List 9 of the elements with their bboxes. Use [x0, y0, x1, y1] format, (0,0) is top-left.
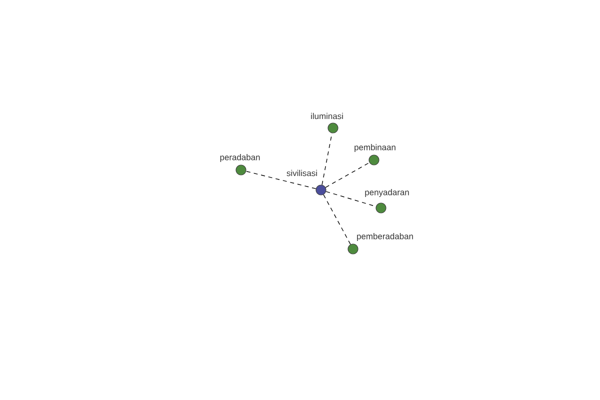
connector-line — [246, 170, 316, 190]
node-label: peradaban — [220, 154, 260, 162]
node-label: penyadaran — [365, 189, 409, 197]
node-label: sivilisasi — [286, 170, 317, 176]
node-label: pemberadaban — [357, 233, 413, 241]
node-label: pembinaan — [354, 144, 396, 152]
node-label: iluminasi — [311, 112, 343, 120]
connector-line — [325, 162, 370, 188]
connector-line — [323, 194, 351, 245]
